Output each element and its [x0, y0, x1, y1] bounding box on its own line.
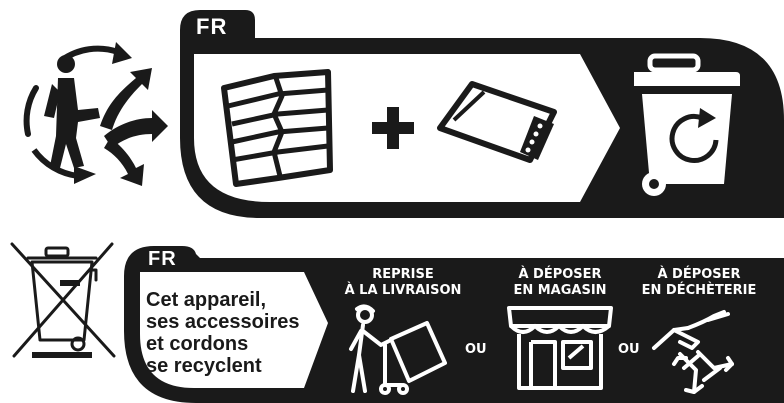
top-country-code: FR [196, 14, 228, 39]
message-line: et cordons [146, 333, 249, 355]
message-line: ses accessoires [146, 311, 300, 333]
delivery-person-icon [349, 304, 447, 395]
folded-paper-icon [221, 69, 333, 187]
top-info-frame [180, 10, 784, 218]
recycling-bin-icon [634, 53, 740, 196]
weee-info-frame [124, 246, 784, 403]
weee-country-code: FR [148, 248, 177, 270]
shop-icon [507, 306, 613, 390]
plus-icon [372, 107, 414, 149]
option-delivery-title: REPRISE À LA LIVRAISON [344, 267, 462, 298]
message-line: Cet appareil, [146, 289, 267, 311]
crossed-out-bin-icon [10, 242, 116, 358]
plastic-pouch-icon [437, 81, 557, 163]
recycling-message: Cet appareil, ses accessoires et cordons… [146, 289, 299, 377]
option-waste-center-title: À DÉPOSER EN DÉCHÈTERIE [641, 267, 757, 298]
separator-or-1: OU [465, 342, 487, 357]
triman-icon [23, 42, 168, 186]
waste-center-icon [652, 310, 734, 394]
option-store-title: À DÉPOSER EN MAGASIN [513, 267, 607, 298]
separator-or-2: OU [618, 342, 640, 357]
message-line: se recyclent [146, 355, 262, 377]
